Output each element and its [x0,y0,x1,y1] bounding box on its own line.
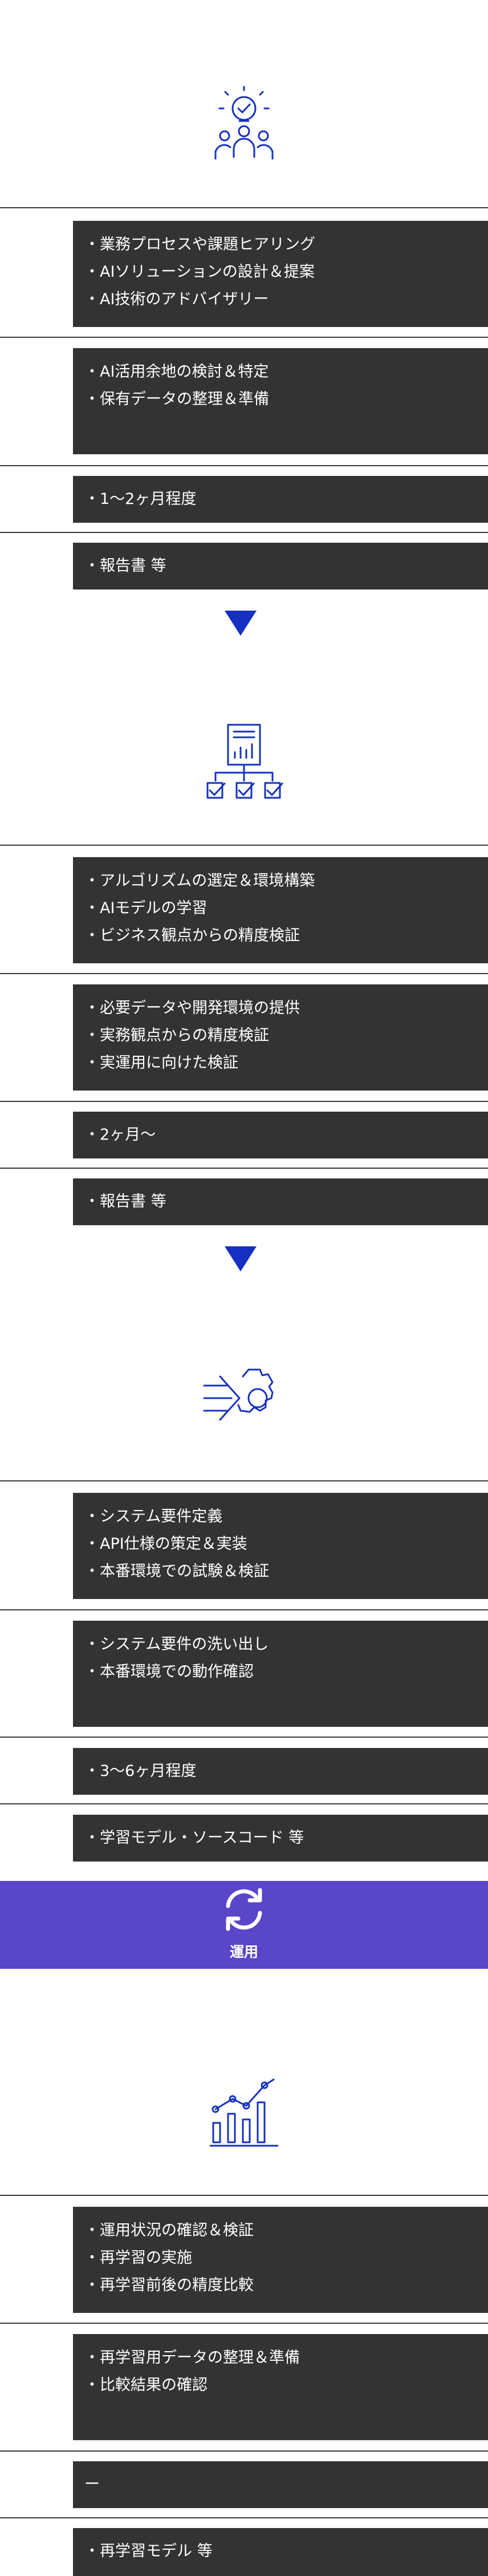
operation-label: 運用 [229,1944,258,1960]
divider [0,1737,488,1738]
content-item: 業務プロセスや課題ヒアリング [84,231,488,259]
request-item: 再学習用データの整理＆準備 [84,2344,488,2372]
period-text: 3〜6ヶ月程度 [84,1758,488,1785]
request-item: 実務観点からの精度検証 [84,1022,488,1049]
period-text: ー [84,2476,100,2493]
request-item: 本番環境での動作確認 [84,1658,488,1686]
divider [0,973,488,974]
request-box: システム要件の洗い出し 本番環境での動作確認 [73,1621,488,1727]
request-box: 再学習用データの整理＆準備 比較結果の確認 [73,2334,488,2440]
lightbulb-team-icon [210,86,278,168]
divider [0,1168,488,1169]
divider [0,2450,488,2452]
deliverable-box: 報告書 等 [73,543,488,590]
divider [0,207,488,208]
content-item: アルゴリズムの選定＆環境構築 [84,867,488,895]
content-item: AI技術のアドバイザリー [84,286,488,313]
content-item: システム要件定義 [84,1503,488,1531]
request-box: 必要データや開発環境の提供 実務観点からの精度検証 実運用に向けた検証 [73,984,488,1091]
divider [0,1101,488,1102]
deliverable-text: 報告書 等 [84,552,488,580]
divider [0,845,488,846]
request-box: AI活用余地の検討＆特定 保有データの整理＆準備 [73,348,488,454]
content-item: AIモデルの学習 [84,895,488,922]
content-item: API仕様の策定＆実装 [84,1531,488,1558]
refresh-icon [220,1885,268,1936]
down-arrow-icon [225,1246,257,1271]
deliverable-box: 学習モデル・ソースコード 等 [73,1815,488,1862]
request-item: 必要データや開発環境の提供 [84,995,488,1022]
period-box: 1〜2ヶ月程度 [73,476,488,523]
content-box: 運用状況の確認＆検証 再学習の実施 再学習前後の精度比較 [73,2207,488,2313]
divider [0,1480,488,1481]
divider [0,532,488,533]
content-box: 業務プロセスや課題ヒアリング AIソリューションの設計＆提案 AI技術のアドバイ… [73,221,488,327]
deliverable-text: 再学習モデル 等 [84,2538,488,2565]
period-text: 2ヶ月〜 [84,1121,488,1149]
deliverable-box: 再学習モデル 等 [73,2528,488,2576]
request-item: 実運用に向けた検証 [84,1049,488,1077]
content-item: 本番環境での試験＆検証 [84,1558,488,1585]
gear-arrow-icon [203,1364,288,1435]
deliverable-text: 学習モデル・ソースコード 等 [84,1824,488,1852]
content-item: ビジネス観点からの精度検証 [84,922,488,950]
request-item: システム要件の洗い出し [84,1631,488,1658]
period-box: ー [73,2461,488,2508]
content-box: システム要件定義 API仕様の策定＆実装 本番環境での試験＆検証 [73,1493,488,1599]
growth-chart-icon [209,2075,279,2151]
report-flow-icon [203,724,285,806]
divider [0,2195,488,2196]
deliverable-text: 報告書 等 [84,1188,488,1216]
request-item: AI活用余地の検討＆特定 [84,358,488,386]
down-arrow-icon [225,611,257,636]
request-item: 保有データの整理＆準備 [84,386,488,413]
content-item: 運用状況の確認＆検証 [84,2217,488,2244]
period-text: 1〜2ヶ月程度 [84,486,488,513]
operation-band [0,1881,488,1969]
content-item: 再学習前後の精度比較 [84,2272,488,2299]
divider [0,465,488,466]
divider [0,1803,488,1804]
request-item: 比較結果の確認 [84,2372,488,2399]
divider [0,2517,488,2518]
divider [0,337,488,338]
content-item: AIソリューションの設計＆提案 [84,259,488,286]
content-item: 再学習の実施 [84,2244,488,2272]
divider [0,2323,488,2324]
deliverable-box: 報告書 等 [73,1178,488,1225]
divider [0,1609,488,1610]
period-box: 2ヶ月〜 [73,1112,488,1158]
period-box: 3〜6ヶ月程度 [73,1748,488,1795]
content-box: アルゴリズムの選定＆環境構築 AIモデルの学習 ビジネス観点からの精度検証 [73,857,488,963]
